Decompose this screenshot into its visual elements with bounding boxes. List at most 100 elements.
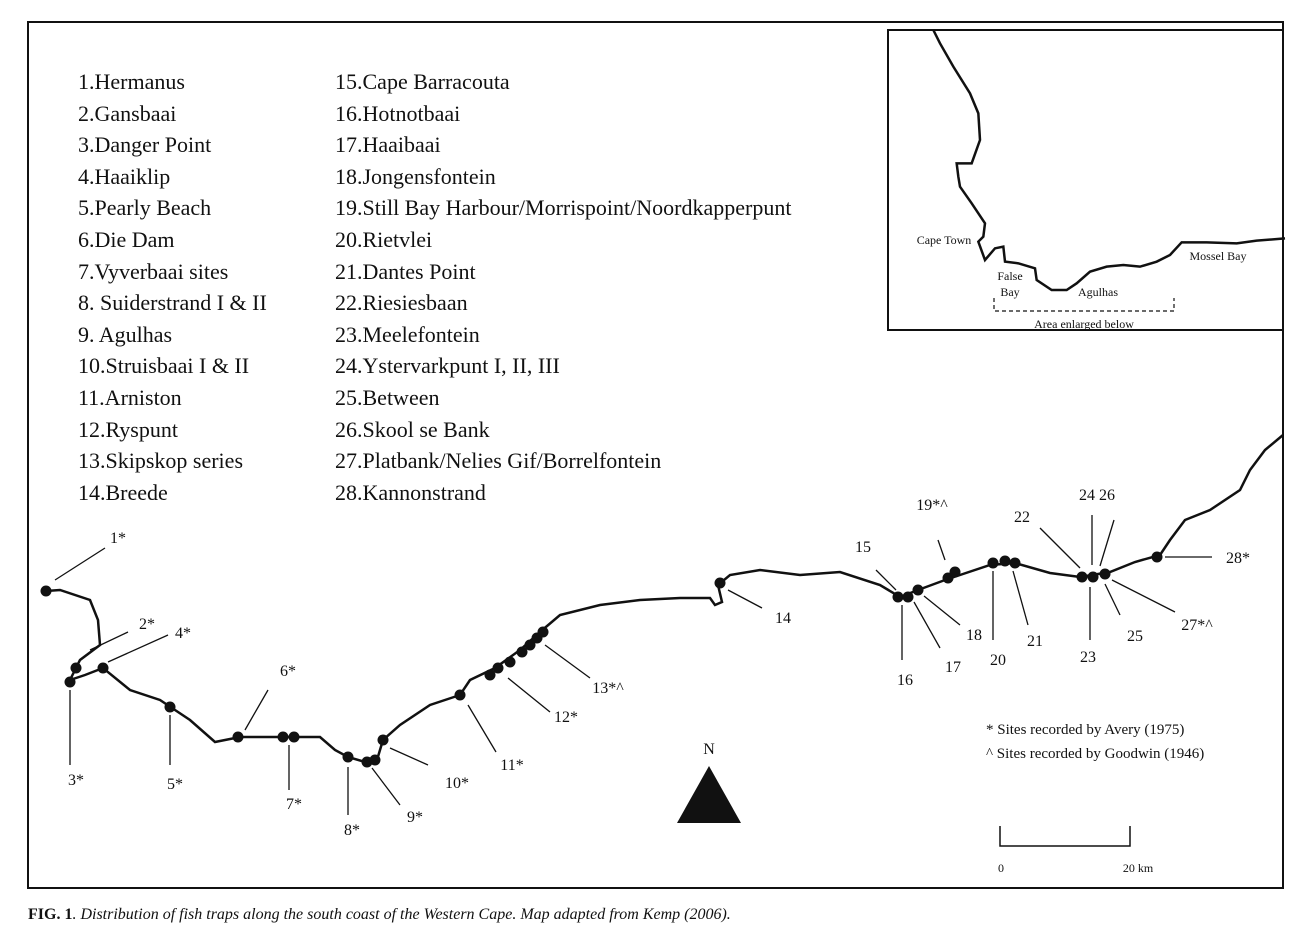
site-label: 25 (1127, 628, 1143, 645)
leader-line (507, 677, 551, 713)
caption-fig-number: FIG. 1 (28, 906, 73, 923)
site-list-item: 14.Breede (78, 479, 168, 505)
site-list-item: 8. Suiderstrand I & II (78, 290, 267, 316)
leader-line (937, 539, 946, 561)
inset-frame (887, 29, 1284, 331)
scale-bar (999, 826, 1131, 847)
site-label: 9* (407, 809, 423, 826)
site-list-item: 19.Still Bay Harbour/Morrispoint/Noordka… (335, 195, 792, 221)
scale-end: 20 km (1123, 861, 1154, 875)
leader-line (1104, 583, 1121, 616)
site-label: 20 (990, 652, 1006, 669)
site-marker (999, 555, 1011, 567)
leader-line (467, 704, 497, 753)
scale-start: 0 (998, 861, 1004, 875)
site-list-item: 4.Haaiklip (78, 163, 171, 189)
leader-line (389, 747, 429, 766)
site-marker (40, 585, 52, 597)
site-label: 2* (139, 616, 155, 633)
site-marker (516, 646, 528, 658)
site-marker (97, 662, 109, 674)
site-marker (369, 754, 381, 766)
site-marker (1151, 551, 1163, 563)
site-list-item: 1.Hermanus (78, 69, 185, 94)
site-list-item: 26.Skool se Bank (335, 416, 490, 442)
site-label: 11* (500, 757, 523, 774)
site-list-item: 2.Gansbaai (78, 100, 177, 126)
site-list-item: 15.Cape Barracouta (335, 69, 510, 94)
north-label: N (703, 741, 715, 758)
inset-label: Mossel Bay (1190, 249, 1247, 263)
site-marker (987, 557, 999, 569)
site-list-item: 16.Hotnotbaai (335, 100, 461, 126)
inset-label: Bay (1000, 285, 1019, 299)
site-marker (1076, 571, 1088, 583)
site-list-item: 13.Skipskop series (78, 448, 243, 474)
legend-avery: * Sites recorded by Avery (1975) (986, 722, 1184, 738)
enlarged-area-box (993, 298, 1175, 312)
leader-line (727, 589, 763, 609)
site-label: 3* (68, 772, 84, 789)
site-list-item: 28.Kannonstrand (335, 479, 486, 505)
figure-caption: FIG. 1. Distribution of fish traps along… (28, 906, 731, 924)
site-marker (892, 591, 904, 603)
site-marker (64, 676, 76, 688)
site-marker (232, 731, 244, 743)
site-list-col1: 1.Hermanus 2.Gansbaai 3.Danger Point 4.Haai… (78, 66, 267, 508)
site-marker (902, 591, 914, 603)
inset-label: Cape Town (917, 233, 972, 247)
inset-label: False (997, 269, 1022, 283)
site-label: 7* (286, 796, 302, 813)
leader-line (54, 547, 106, 581)
site-list-item: 9. Agulhas (78, 321, 173, 347)
site-label: 21 (1027, 633, 1043, 650)
site-marker (1087, 571, 1099, 583)
site-list-item: 12.Ryspunt (78, 416, 178, 442)
site-list-item: 18.Jongensfontein (335, 163, 496, 189)
site-label: 19*^ (916, 497, 948, 514)
site-label: 5* (167, 776, 183, 793)
leader-line (371, 767, 401, 806)
site-marker (454, 689, 466, 701)
leader-line (244, 689, 269, 731)
site-label: 23 (1080, 649, 1096, 666)
site-marker (1009, 557, 1021, 569)
site-label: 18 (966, 627, 982, 644)
site-label: 26 (1099, 487, 1115, 504)
site-marker (164, 701, 176, 713)
site-label: 13*^ (592, 680, 624, 697)
north-arrow-icon (677, 766, 741, 823)
site-label: 1* (110, 530, 126, 547)
site-list-item: 27.Platbank/Nelies Gif/Borrelfontein (335, 448, 662, 474)
leader-line (923, 595, 961, 626)
leader-line (913, 601, 941, 649)
site-list-item: 23.Meelefontein (335, 321, 480, 347)
site-label: 22 (1014, 509, 1030, 526)
site-list-item: 3.Danger Point (78, 132, 212, 158)
site-list-item: 24.Ystervarkpunt I, II, III (335, 353, 560, 379)
site-list-item: 21.Dantes Point (335, 258, 476, 284)
site-list-item: 5.Pearly Beach (78, 195, 212, 221)
site-list-item: 10.Struisbaai I & II (78, 353, 250, 379)
site-marker (342, 751, 354, 763)
site-marker (484, 669, 496, 681)
map-frame (27, 21, 1284, 889)
site-label: 14 (775, 610, 791, 627)
site-label: 16 (897, 672, 913, 689)
site-marker (912, 584, 924, 596)
site-list-item: 6.Die Dam (78, 226, 175, 252)
inset-label: Agulhas (1078, 285, 1118, 299)
site-label: 28* (1226, 550, 1250, 567)
site-label: 8* (344, 822, 360, 839)
leader-line (1111, 579, 1176, 613)
site-list-item: 7.Vyverbaai sites (78, 258, 229, 284)
site-marker (714, 577, 726, 589)
site-marker (537, 626, 549, 638)
leader-line (107, 634, 169, 663)
caption-text: . Distribution of fish traps along the s… (72, 906, 731, 923)
leader-line (544, 644, 591, 679)
leader-line (1039, 527, 1081, 569)
